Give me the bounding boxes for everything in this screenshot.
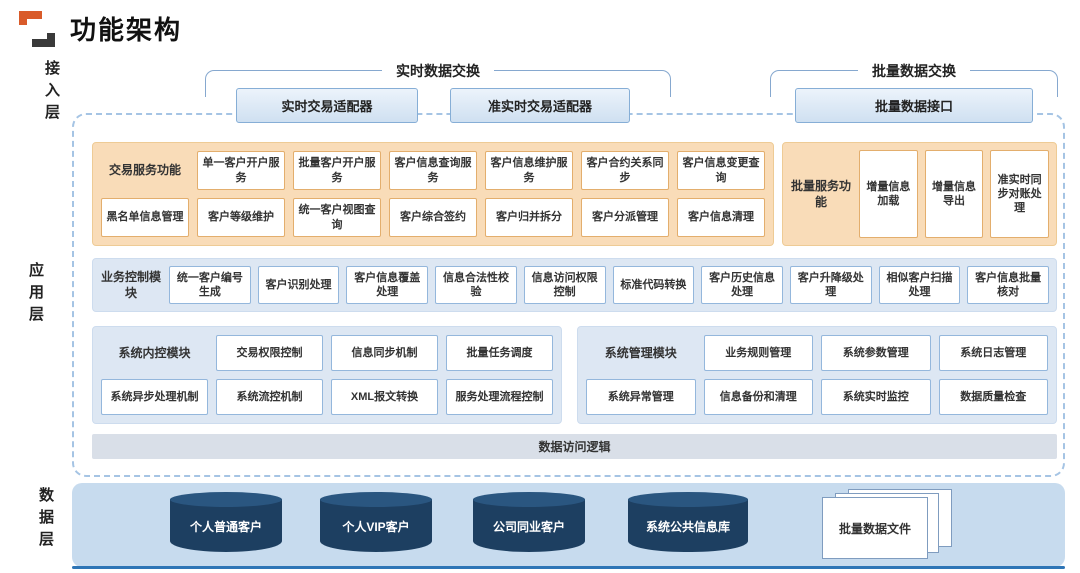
database-cylinder: 个人普通客户 [170,492,282,552]
application-layer-container: 交易服务功能 单一客户开户服务 批量客户开户服务 客户信息查询服务 客户信息维护… [72,113,1065,477]
module-box: 批量任务调度 [446,335,553,371]
module-box: 信息合法性校验 [435,266,517,304]
module-box: 信息备份和清理 [703,379,813,415]
realtime-exchange-bracket: 实时数据交换 [205,61,671,97]
service-box: 黑名单信息管理 [101,198,189,237]
cylinder-body [320,499,432,552]
module-box: 数据质量检查 [938,379,1048,415]
module-box: 信息访问权限控制 [523,266,606,304]
cylinder-body [170,499,282,552]
module-box: 系统流控机制 [216,379,323,415]
cylinder-top [170,492,282,507]
system-internal-control-label: 系统内控模块 [118,345,191,360]
quasi-realtime-adapter-box: 准实时交易适配器 [450,88,630,123]
layer-label-application: 应用层 [27,262,44,328]
service-box: 客户合约关系同步 [581,151,669,190]
service-box: 客户信息查询服务 [389,151,477,190]
layer-label-access: 接入层 [43,60,60,126]
service-box: 单一客户开户服务 [197,151,285,190]
service-box: 客户信息清理 [677,198,765,237]
realtime-exchange-label: 实时数据交换 [382,61,494,81]
company-logo-icon [16,8,58,50]
service-box: 增量信息导出 [924,150,984,238]
module-box: 相似客户扫描处理 [878,266,961,304]
service-box: 客户等级维护 [197,198,285,237]
database-label: 个人普通客户 [189,520,262,535]
layer-label-data: 数据层 [37,487,54,553]
module-box: 系统参数管理 [821,335,931,371]
module-box: 客户升降级处理 [789,266,872,304]
database-cylinder: 个人VIP客户 [320,492,432,552]
service-box: 增量信息加载 [859,150,918,238]
database-cylinder: 公司同业客户 [473,492,585,552]
batch-file-stack-icon: 批量数据文件 [822,489,958,561]
cylinder-top [473,492,585,507]
batch-services-label: 批量服务功能 [790,178,851,209]
business-control-panel: 业务控制模块 统一客户编号生成 客户识别处理 客户信息覆盖处理 信息合法性校验 … [92,258,1057,312]
service-box: 客户分派管理 [581,198,669,237]
database-label: 个人VIP客户 [342,520,410,535]
page-title: 功能架构 [70,15,183,45]
module-box: 统一客户编号生成 [169,266,251,304]
module-box: 信息同步机制 [331,335,438,371]
batch-exchange-label: 批量数据交换 [858,61,970,81]
transaction-services-label: 交易服务功能 [108,163,181,178]
module-box: 系统异步处理机制 [101,379,208,415]
service-box: 准实时同步对账处理 [990,150,1050,238]
cylinder-body [473,499,585,552]
service-box: 客户信息维护服务 [485,151,573,190]
transaction-services-panel: 交易服务功能 单一客户开户服务 批量客户开户服务 客户信息查询服务 客户信息维护… [92,142,774,246]
database-label: 公司同业客户 [492,520,565,535]
module-box: 系统异常管理 [586,379,696,415]
module-box: XML报文转换 [331,379,438,415]
cylinder-body [628,499,748,552]
system-management-panel: 系统管理模块 业务规则管理 系统参数管理 系统日志管理 系统异常管理 信息备份和… [577,326,1057,424]
service-box: 客户综合签约 [389,198,477,237]
data-access-logic-bar: 数据访问逻辑 [92,434,1057,459]
system-management-label: 系统管理模块 [604,345,677,360]
batch-exchange-bracket: 批量数据交换 [770,61,1058,97]
module-box: 业务规则管理 [703,335,813,371]
batch-data-interface-box: 批量数据接口 [795,88,1033,123]
module-box: 交易权限控制 [216,335,323,371]
service-box: 客户信息变更查询 [677,151,765,190]
module-box: 标准代码转换 [612,266,695,304]
service-box: 客户归并拆分 [485,198,573,237]
data-layer-container: 个人普通客户 个人VIP客户 公司同业客户 系统公共信息库 批量数据文件 [72,483,1065,567]
database-cylinder: 系统公共信息库 [628,492,748,552]
module-box: 客户信息覆盖处理 [346,266,429,304]
database-label: 系统公共信息库 [645,520,730,535]
module-box: 客户信息批量核对 [967,266,1050,304]
service-box: 批量客户开户服务 [293,151,381,190]
cylinder-top [628,492,748,507]
file-page-front: 批量数据文件 [822,497,928,559]
batch-file-label: 批量数据文件 [838,521,911,536]
module-box: 客户识别处理 [257,266,340,304]
batch-services-panel: 批量服务功能 增量信息加载 增量信息导出 准实时同步对账处理 [782,142,1057,246]
module-box: 系统日志管理 [938,335,1048,371]
system-internal-control-panel: 系统内控模块 交易权限控制 信息同步机制 批量任务调度 系统异步处理机制 系统流… [92,326,562,424]
module-box: 系统实时监控 [821,379,931,415]
cylinder-top [320,492,432,507]
bottom-accent-line [72,566,1065,569]
module-box: 服务处理流程控制 [446,379,553,415]
service-box: 统一客户视图查询 [293,198,381,237]
business-control-label: 业务控制模块 [100,269,161,300]
realtime-adapter-box: 实时交易适配器 [236,88,418,123]
module-box: 客户历史信息处理 [701,266,783,304]
